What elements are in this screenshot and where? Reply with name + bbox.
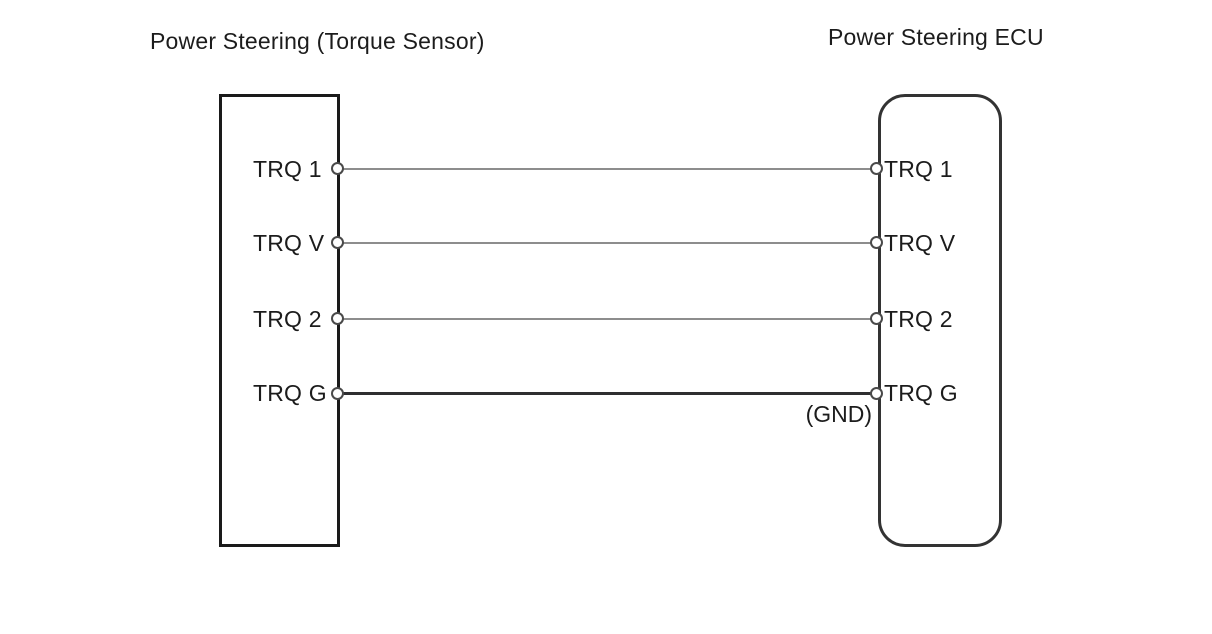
ecu-pin-label-trqv: TRQ V (884, 230, 956, 256)
ecu-pin-label-trqg: TRQ G (884, 380, 958, 406)
port-circle-sensor-trqg (331, 387, 344, 400)
port-circle-ecu-trq2 (870, 312, 883, 325)
port-circle-sensor-trqv (331, 236, 344, 249)
ecu-pin-label-trq1: TRQ 1 (884, 156, 953, 182)
ecu-title: Power Steering ECU (828, 24, 1044, 50)
wire-trq2 (339, 318, 878, 320)
sensor-title: Power Steering (Torque Sensor) (150, 28, 485, 54)
wire-trqv (339, 242, 878, 244)
wire-trq1 (339, 168, 878, 170)
port-circle-ecu-trqv (870, 236, 883, 249)
port-circle-ecu-trqg (870, 387, 883, 400)
port-circle-ecu-trq1 (870, 162, 883, 175)
sensor-pin-label-trq1: TRQ 1 (253, 156, 322, 182)
gnd-annotation: (GND) (805, 401, 872, 427)
sensor-pin-label-trqv: TRQ V (253, 230, 325, 256)
wire-trqg-gnd (339, 392, 878, 395)
port-circle-sensor-trq2 (331, 312, 344, 325)
torque-sensor-box (219, 94, 340, 547)
sensor-pin-label-trqg: TRQ G (253, 380, 327, 406)
port-circle-sensor-trq1 (331, 162, 344, 175)
ecu-pin-label-trq2: TRQ 2 (884, 306, 953, 332)
sensor-pin-label-trq2: TRQ 2 (253, 306, 322, 332)
